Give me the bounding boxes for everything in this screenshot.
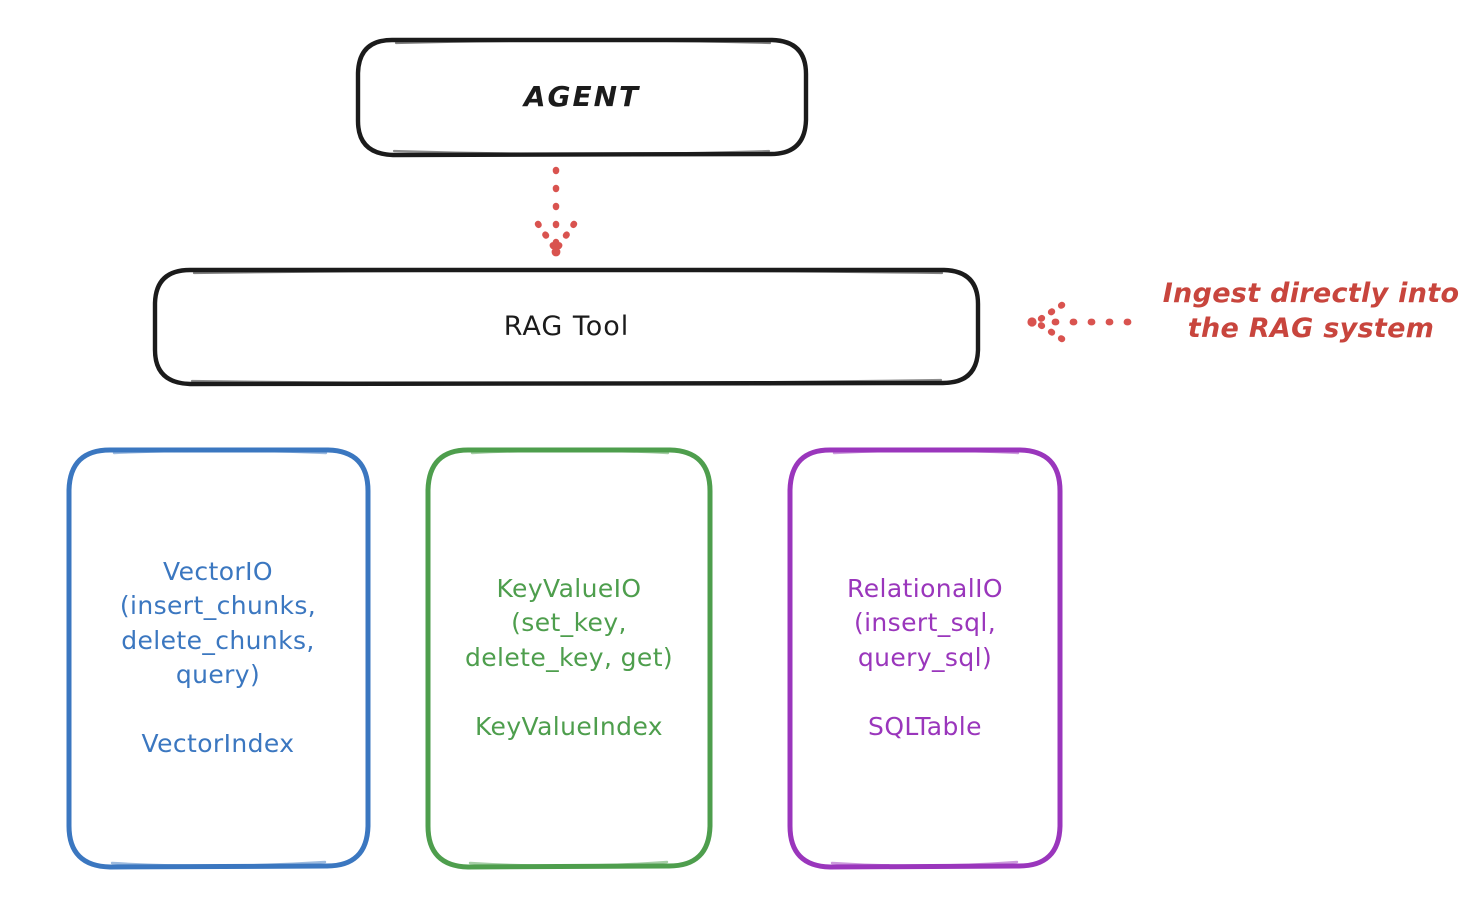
ingest-annotation-text: Ingest directly into the RAG system [1162, 278, 1460, 344]
rag-tool-node-label: RAG Tool [503, 310, 630, 342]
key-value-io-node[interactable]: KeyValueIO (set_key, delete_key, get) Ke… [427, 449, 711, 867]
vector-io-node-label: VectorIO (insert_chunks, delete_chunks, … [119, 556, 317, 759]
rag-tool-node[interactable]: RAG Tool [154, 269, 979, 384]
key-value-io-node-label: KeyValueIO (set_key, delete_key, get) Ke… [464, 573, 674, 741]
relational-io-node-label: RelationalIO (insert_sql, query_sql) SQL… [847, 573, 1003, 741]
agent-to-rag-connector [534, 166, 578, 257]
vector-io-node[interactable]: VectorIO (insert_chunks, delete_chunks, … [67, 449, 369, 867]
agent-node[interactable]: AGENT [357, 39, 807, 155]
agent-node-label: AGENT [523, 79, 641, 113]
ingest-to-rag-connector [1027, 301, 1132, 343]
relational-io-node[interactable]: RelationalIO (insert_sql, query_sql) SQL… [789, 449, 1061, 867]
